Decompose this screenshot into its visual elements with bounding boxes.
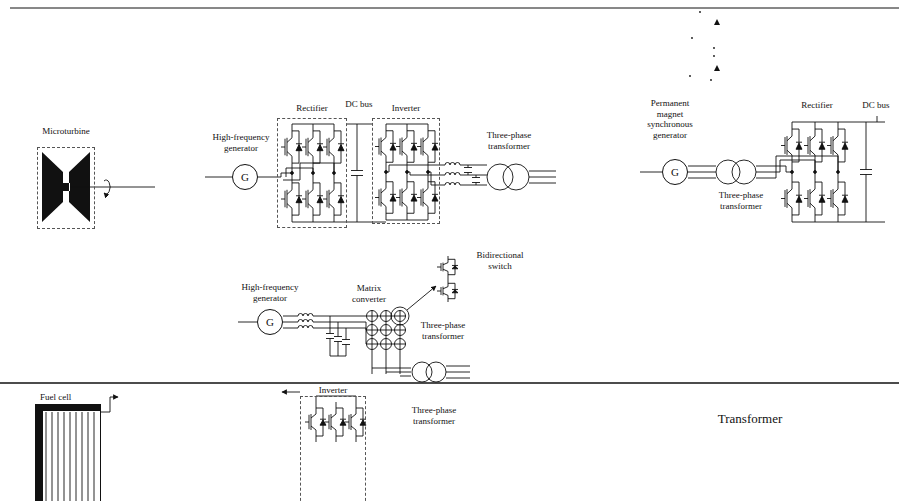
igbt-switch <box>302 176 323 222</box>
node-label: G <box>241 172 249 183</box>
text-label: High-frequency generator <box>205 132 277 153</box>
inductor-symbol <box>298 314 313 317</box>
text-label: DC bus <box>856 100 896 111</box>
node-label: Inverter <box>319 385 347 396</box>
generator-circle: G <box>257 309 283 335</box>
generator-circle: G <box>232 164 258 190</box>
ac-wire <box>756 156 838 178</box>
stray-marks <box>689 11 720 81</box>
capacitor-symbol <box>860 122 872 222</box>
ac-wire <box>277 163 334 180</box>
block-box: Fuel cell <box>35 404 101 501</box>
end-plate <box>36 405 100 411</box>
igbt-switch <box>325 402 346 442</box>
capacitor-symbol <box>472 175 480 185</box>
wire-connector <box>347 124 372 125</box>
input-wire <box>205 177 232 178</box>
igbt-switch <box>305 402 326 442</box>
frame-line <box>0 8 899 383</box>
node-label: Rectifier <box>296 103 327 114</box>
end-plate <box>36 405 43 501</box>
callout-leader <box>391 286 436 325</box>
input-wire <box>640 166 716 178</box>
igbt-switch <box>781 122 802 169</box>
text-label: Three-phase transformer <box>708 190 774 211</box>
text-label: Permanent magnet synchronous generator <box>640 98 700 140</box>
text-label: DC bus <box>340 99 378 110</box>
text-label: High-frequency generator <box>236 282 304 303</box>
inductor-symbol <box>445 173 460 176</box>
igbt-switch <box>396 124 417 169</box>
inductor-symbol <box>445 183 460 186</box>
node-label: G <box>671 167 679 178</box>
block-box: Rectifier <box>277 118 347 228</box>
wire-connector <box>258 177 277 178</box>
generator-circle: G <box>662 159 688 185</box>
inductor-symbol <box>445 163 460 166</box>
igbt-switch <box>345 402 366 442</box>
capacitor-symbol <box>351 124 363 222</box>
output-wire <box>372 366 470 378</box>
igbt-switch <box>437 280 458 302</box>
igbt-switch <box>375 175 396 220</box>
igbt-switch <box>281 124 302 170</box>
block-box: Inverter <box>372 118 440 224</box>
text-label: Three-phase transformer <box>398 405 470 426</box>
igbt-switch <box>417 124 438 169</box>
capacitor-symbol <box>342 328 350 356</box>
igbt-switch <box>781 175 802 222</box>
text-label: Three-phase transformer <box>410 320 476 341</box>
text-label: Matrix converter <box>344 283 394 304</box>
igbt-switch <box>827 122 848 169</box>
capacitor-symbol <box>334 322 342 356</box>
node-label: Inverter <box>392 103 420 114</box>
output-wire <box>101 397 118 412</box>
transformer-symbol <box>487 164 529 190</box>
text-label: Three-phase transformer <box>476 130 542 151</box>
transformer-symbol <box>716 160 756 184</box>
node-label: Microturbine <box>42 126 90 137</box>
igbt-switch <box>281 176 302 222</box>
bidirectional-switch <box>448 278 449 280</box>
igbt-switch <box>827 175 848 222</box>
matrix-switch <box>366 310 406 374</box>
shaft-line <box>70 180 155 194</box>
igbt-switch <box>437 256 458 278</box>
text-label: Rectifier <box>792 100 842 111</box>
igbt-switch <box>804 122 825 169</box>
capacitor-symbol <box>464 165 472 175</box>
dc-bus-wire <box>838 116 885 222</box>
fuel-cell-plates <box>46 412 94 501</box>
inductor-symbol <box>298 320 313 323</box>
dc-bus-wire <box>334 222 386 223</box>
node-label: G <box>266 317 274 328</box>
igbt-switch <box>323 176 344 222</box>
inductor-symbol <box>298 326 313 329</box>
igbt-switch <box>417 175 438 220</box>
text-label: Transformer <box>690 411 810 426</box>
node-label: Fuel cell <box>40 392 71 403</box>
igbt-switch <box>396 175 417 220</box>
block-box: Microturbine <box>37 147 95 229</box>
output-wire <box>386 165 556 185</box>
capacitor-symbol <box>326 316 334 356</box>
igbt-switch <box>804 175 825 222</box>
text-label: Bidirectional switch <box>468 250 532 271</box>
block-box: Inverter <box>300 396 366 501</box>
transformer-symbol <box>412 362 446 382</box>
igbt-switch <box>375 124 396 169</box>
